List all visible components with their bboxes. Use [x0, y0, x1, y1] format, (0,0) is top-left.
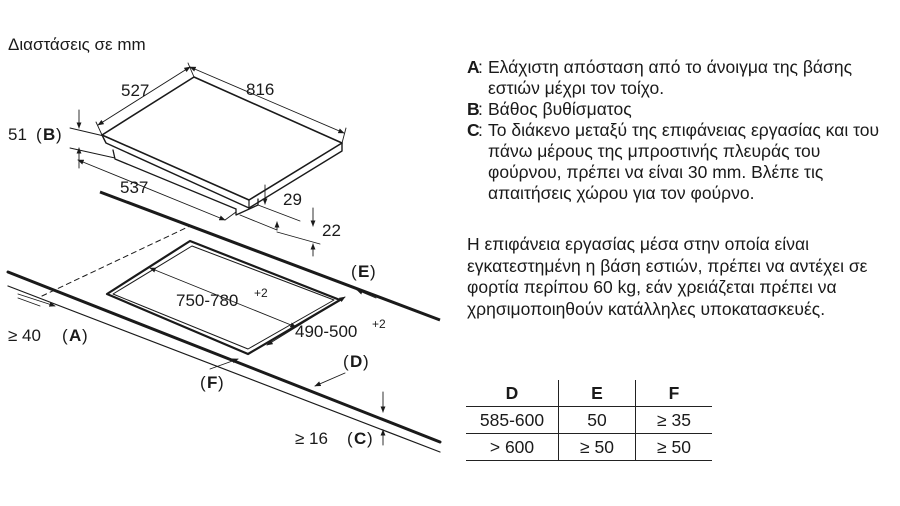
table-cell: ≥ 50 [635, 433, 712, 461]
paren-open-d: ( [343, 352, 349, 371]
table-header-d: D [505, 382, 519, 403]
dim-29: 29 [283, 190, 302, 209]
dim-537: 537 [120, 178, 148, 197]
table-header-row: D E F [466, 380, 712, 407]
paren-close-b: ) [56, 125, 62, 144]
legend-item-b: B : Βάθος βυθίσματος [467, 99, 897, 120]
cutout-depth: 490-500 [295, 322, 357, 341]
load-note: Η επιφάνεια εργασίας μέσα στην οποία είν… [467, 234, 868, 319]
label-f: F [207, 373, 217, 392]
legend-colon: : [478, 99, 483, 119]
paren-close-d: ) [363, 352, 369, 371]
dim-527: 527 [121, 81, 149, 100]
label-b: B [43, 125, 55, 144]
dim-816: 816 [246, 80, 274, 99]
table-cell: 50 [558, 406, 636, 434]
paren-close-f: ) [218, 373, 224, 392]
paren-open-a: ( [62, 326, 68, 345]
table-header-f: F [668, 382, 680, 403]
legend-key-c: C [467, 120, 480, 140]
worktop-drawing [6, 225, 442, 453]
legend: A : Ελάχιστη απόσταση από το άνοιγμα της… [467, 57, 897, 204]
legend-item-c: C : Το διάκενο μεταξύ της επιφάνειας εργ… [467, 120, 897, 204]
table-row: > 600 ≥ 50 ≥ 50 [466, 433, 712, 461]
table-cell: ≥ 50 [558, 433, 636, 461]
label-d: D [350, 352, 362, 371]
paren-open-c: ( [347, 429, 353, 448]
dimension-table: D E F 585-600 50 ≥ 35 > 600 ≥ 50 ≥ 50 [466, 380, 712, 461]
label-a: A [69, 326, 81, 345]
paren-close-c: ) [367, 429, 373, 448]
units-label: Διαστάσεις σε mm [8, 35, 146, 54]
dim-51: 51 [8, 125, 27, 144]
table-header-e: E [558, 380, 636, 407]
paren-open-b: ( [36, 125, 42, 144]
label-c: C [354, 429, 366, 448]
hob-drawing [69, 62, 347, 257]
table-row: 585-600 50 ≥ 35 [466, 406, 712, 434]
paren-close-a: ) [82, 326, 88, 345]
table-cell: ≥ 35 [635, 406, 712, 434]
min-16: ≥ 16 [295, 429, 328, 448]
table-cell: > 600 [466, 433, 559, 461]
label-e: E [358, 262, 369, 281]
legend-text-a: Ελάχιστη απόσταση από το άνοιγμα της βάσ… [488, 57, 852, 98]
paren-close-e: ) [370, 262, 376, 281]
paren-open-e: ( [351, 262, 357, 281]
legend-key-b: B [467, 99, 480, 119]
legend-colon: : [478, 57, 483, 77]
paren-open-f: ( [200, 373, 206, 392]
min-40: ≥ 40 [8, 326, 41, 345]
legend-text-c: Το διάκενο μεταξύ της επιφάνειας εργασία… [488, 120, 880, 203]
legend-item-a: A : Ελάχιστη απόσταση από το άνοιγμα της… [467, 57, 897, 99]
legend-key-a: A [467, 57, 480, 77]
cutout-depth-tolerance: +2 [372, 317, 386, 331]
legend-text-b: Βάθος βυθίσματος [488, 99, 632, 119]
legend-colon: : [478, 120, 483, 140]
table-cell: 585-600 [466, 406, 559, 434]
cutout-width-tolerance: +2 [254, 286, 268, 300]
dim-22: 22 [322, 221, 341, 240]
cutout-width: 750-780 [176, 291, 238, 310]
